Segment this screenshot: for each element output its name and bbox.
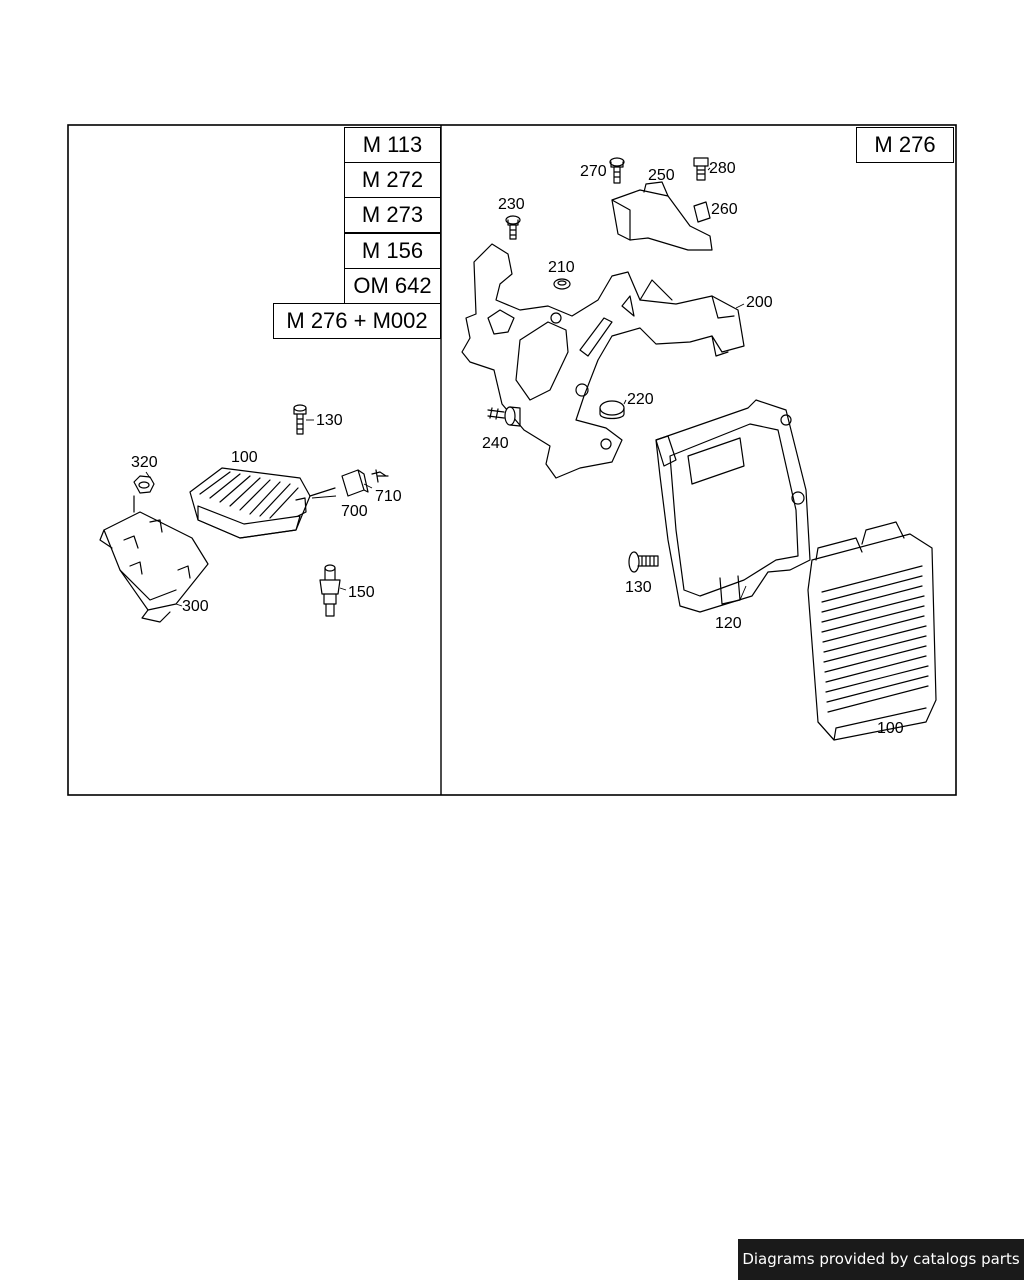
right-bolt-280-drawing: [693, 157, 709, 181]
callout-130-right: 130: [625, 579, 652, 596]
callout-210: 210: [548, 259, 575, 276]
left-screw-130-drawing: [293, 404, 307, 435]
right-cap-220-drawing: [599, 400, 625, 420]
callout-700: 700: [341, 503, 368, 520]
callout-300: 300: [182, 598, 209, 615]
left-pin-710-drawing: [371, 469, 389, 483]
diagram-frame: [67, 124, 957, 796]
right-clip-260-drawing: [693, 201, 711, 223]
left-nut-320-drawing: [133, 475, 155, 494]
footer-credit: Diagrams provided by catalogs parts: [738, 1239, 1024, 1280]
callout-220: 220: [627, 391, 654, 408]
callout-250: 250: [648, 167, 675, 184]
callout-280: 280: [709, 160, 736, 177]
left-bracket-300-drawing: [99, 495, 209, 623]
right-control-unit-100-drawing: [807, 521, 937, 741]
left-connector-700-drawing: [341, 469, 369, 497]
engine-code-m273: M 273: [344, 197, 441, 233]
callout-100-right: 100: [877, 720, 904, 737]
right-screw-230-drawing: [505, 215, 521, 240]
left-sensor-150-drawing: [319, 564, 341, 617]
engine-code-m276-m002: M 276 + M002: [273, 303, 441, 339]
callout-100-left: 100: [231, 449, 258, 466]
callout-260: 260: [711, 201, 738, 218]
right-bolt-240-drawing: [487, 406, 521, 427]
right-carrier-200-drawing: [461, 243, 745, 479]
callout-240: 240: [482, 435, 509, 452]
callout-710: 710: [375, 488, 402, 505]
right-grommet-210-drawing: [553, 278, 571, 290]
callout-150: 150: [348, 584, 375, 601]
callout-200: 200: [746, 294, 773, 311]
right-screw-130-drawing: [628, 551, 659, 573]
left-control-unit-100-drawing: [189, 467, 336, 539]
callout-130-left: 130: [316, 412, 343, 429]
right-bolt-270-drawing: [609, 157, 625, 184]
engine-code-m156: M 156: [344, 233, 441, 269]
callout-230: 230: [498, 196, 525, 213]
callout-320: 320: [131, 454, 158, 471]
engine-code-m276: M 276: [856, 127, 954, 163]
right-bracket-250-drawing: [611, 181, 713, 251]
callout-270: 270: [580, 163, 607, 180]
engine-code-om642: OM 642: [344, 268, 441, 304]
callout-120: 120: [715, 615, 742, 632]
engine-code-m272: M 272: [344, 162, 441, 198]
right-housing-120-drawing: [655, 399, 811, 613]
engine-code-m113: M 113: [344, 127, 441, 163]
